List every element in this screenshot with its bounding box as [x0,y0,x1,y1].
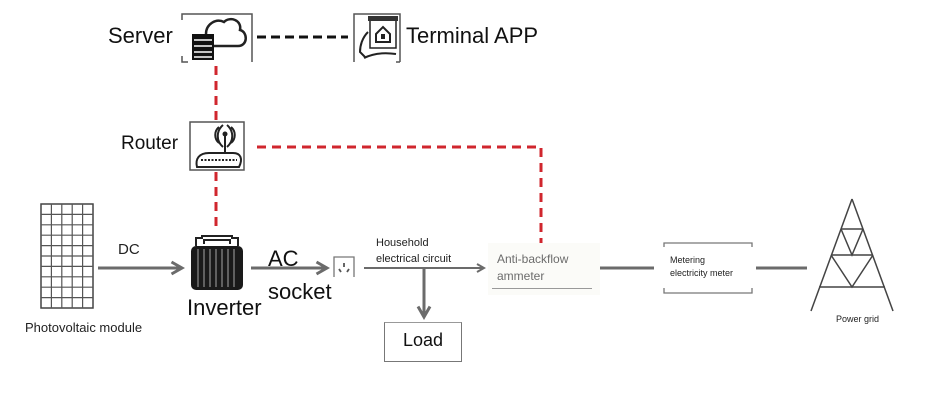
inverter-icon [191,235,243,290]
dc-label: DC [118,241,140,258]
power-socket-icon [333,256,355,277]
ammeter-label: Anti-backflow ammeter [497,251,568,285]
router-node[interactable] [189,121,245,171]
meter-label-line2: electricity meter [670,268,734,279]
server-node[interactable] [180,12,254,64]
meter-bracket [663,242,753,294]
ammeter-label-line1: Anti-backflow [497,252,569,266]
inverter-node[interactable] [188,234,246,292]
wifi-router-icon [189,121,245,171]
transmission-tower-icon [810,198,894,312]
router-ammeter-link [257,145,543,244]
ammeter-label-line2: ammeter [497,268,545,283]
power-grid-label: Power grid [836,314,880,324]
meter-node[interactable]: Metering electricity meter [663,242,753,294]
router-label: Router [121,133,179,154]
server-label: Server [108,23,173,48]
pv-module-label: Photovoltaic module [25,320,143,335]
terminal-app-node[interactable] [352,12,402,64]
inverter-label: Inverter [187,295,262,320]
smartphone-hand-icon [353,13,401,63]
household-label-line1: Household [376,237,429,249]
server-cloud-icon [181,13,253,63]
socket-node[interactable] [333,256,355,278]
household-label-line2: electrical circuit [376,252,452,265]
ammeter-underline [492,288,592,289]
load-node[interactable]: Load [384,322,462,362]
pv-module-node[interactable] [40,203,94,309]
meter-label: Metering electricity meter [670,254,733,280]
load-label: Load [402,330,444,350]
power-grid-node[interactable] [808,197,898,315]
solar-panel-icon [40,203,94,309]
socket-label: socket [268,279,332,304]
ammeter-node[interactable]: Anti-backflow ammeter [488,243,600,295]
meter-label-line1: Metering [670,255,706,265]
terminal-app-label: Terminal APP [406,23,539,48]
household-circuit-label: Household electrical circuit [376,236,451,268]
ac-label: AC [268,246,299,271]
